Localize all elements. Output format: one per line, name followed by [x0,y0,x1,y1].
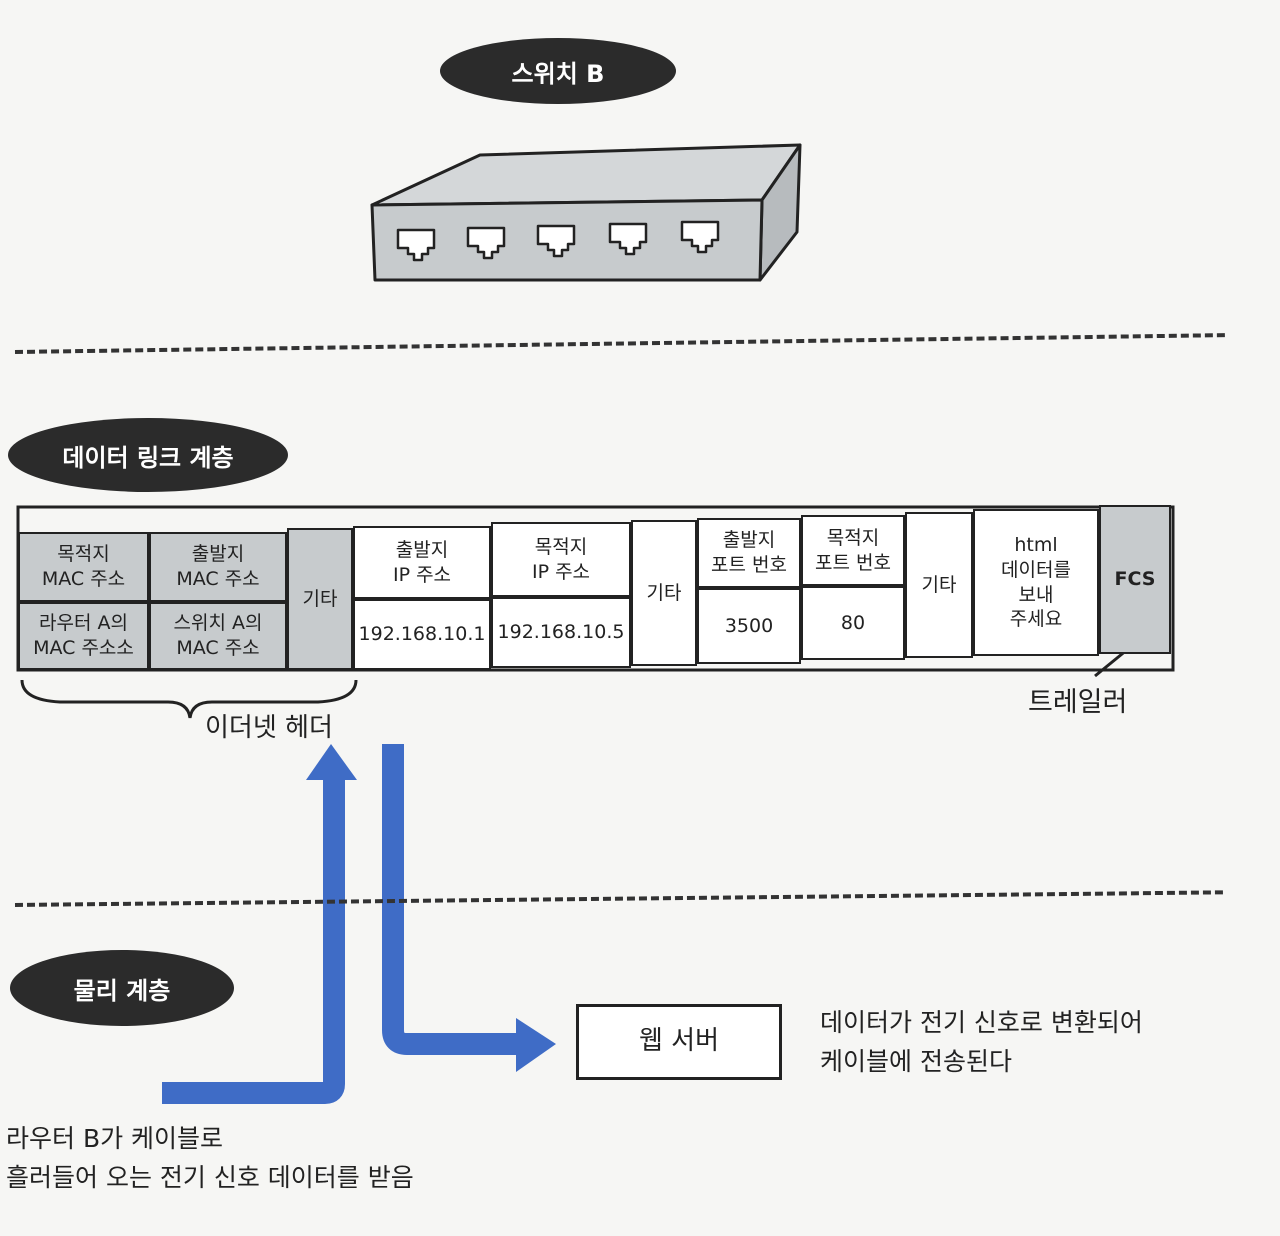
ethernet-header-label: 이더넷 헤더 [205,713,333,743]
dst-ip-value: 192.168.10.5 [491,597,631,668]
src-port-header: 출발지 포트 번호 [697,518,801,588]
switch-b-label: 스위치 B [440,38,676,104]
src-ip-header: 출발지 IP 주소 [353,526,491,599]
receive-arrow [162,744,357,1104]
ip-etc: 기타 [631,520,697,666]
datalink-layer-label: 데이터 링크 계층 [8,418,288,492]
src-port-value: 3500 [697,588,801,664]
src-mac-value: 스위치 A의 MAC 주소 [149,602,287,670]
dst-port-header: 목적지 포트 번호 [801,515,905,586]
dst-mac-value: 라우터 A의 MAC 주소소 [18,602,149,670]
dst-mac-header: 목적지 MAC 주소 [18,532,149,602]
ethernet-etc: 기타 [287,528,353,670]
dst-port-value: 80 [801,586,905,660]
web-server-box: 웹 서버 [576,1004,782,1080]
send-arrow [382,744,556,1072]
src-ip-value: 192.168.10.1 [353,599,491,670]
tcp-etc: 기타 [905,512,973,658]
switch-icon [370,143,802,282]
dst-ip-header: 목적지 IP 주소 [491,522,631,597]
receive-description: 라우터 B가 케이블로 흘러들어 오는 전기 신호 데이터를 받음 [6,1124,414,1192]
fcs-cell: FCS [1099,505,1171,654]
ethernet-header-brace [20,679,358,719]
send-description: 데이터가 전기 신호로 변환되어 케이블에 전송된다 [820,1008,1143,1076]
src-mac-header: 출발지 MAC 주소 [149,532,287,602]
physical-layer-label: 물리 계층 [10,950,234,1026]
trailer-label: 트레일러 [1028,687,1128,718]
payload-data: html 데이터를 보내 주세요 [973,509,1099,656]
